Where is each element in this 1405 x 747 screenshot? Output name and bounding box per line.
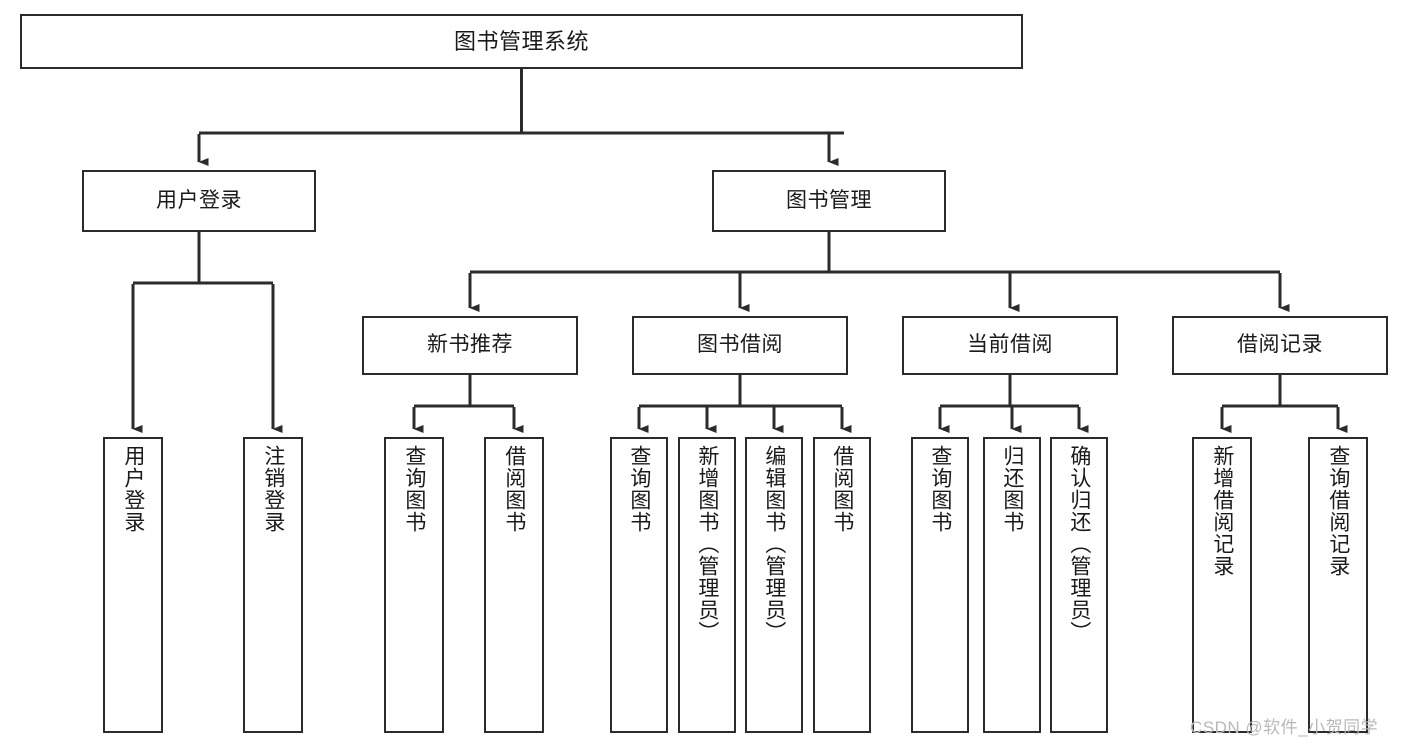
node-leaf-query-record-label: 查询借阅记录 [1326, 445, 1350, 577]
edge-group-root [197, 69, 844, 166]
node-leaf-user-login-label: 用户登录 [121, 445, 145, 533]
edge-group-current-borrow [938, 375, 1089, 433]
node-leaf-logout[interactable]: 注销登录 [243, 437, 303, 733]
node-leaf-logout-label: 注销登录 [261, 445, 285, 533]
node-leaf-return-book-label: 归还图书 [1000, 445, 1024, 533]
node-book-borrow[interactable]: 图书借阅 [632, 316, 848, 375]
node-leaf-query-book-2[interactable]: 查询图书 [610, 437, 668, 733]
node-leaf-add-record[interactable]: 新增借阅记录 [1192, 437, 1252, 733]
node-leaf-query-book-1[interactable]: 查询图书 [384, 437, 444, 733]
node-new-book-rec[interactable]: 新书推荐 [362, 316, 578, 375]
node-root[interactable]: 图书管理系统 [20, 14, 1023, 69]
edge-group-user-login [131, 232, 283, 433]
edge-group-borrow-record [1220, 375, 1348, 433]
node-leaf-borrow-book-1-label: 借阅图书 [502, 445, 526, 533]
node-leaf-confirm-return[interactable]: 确认归还（管理员） [1050, 437, 1108, 733]
node-leaf-confirm-return-label: 确认归还（管理员） [1067, 445, 1091, 643]
edge-group-book-borrow [637, 375, 852, 433]
node-new-book-rec-label: 新书推荐 [427, 333, 513, 357]
node-borrow-record[interactable]: 借阅记录 [1172, 316, 1388, 375]
node-leaf-user-login[interactable]: 用户登录 [103, 437, 163, 733]
node-current-borrow[interactable]: 当前借阅 [902, 316, 1118, 375]
node-leaf-borrow-book-2-label: 借阅图书 [830, 445, 854, 533]
node-root-label: 图书管理系统 [453, 28, 589, 54]
node-leaf-query-book-3-label: 查询图书 [928, 445, 952, 533]
edge-group-new-book-rec [412, 375, 524, 433]
node-leaf-add-book-label: 新增图书（管理员） [695, 445, 719, 643]
node-leaf-query-book-1-label: 查询图书 [402, 445, 426, 533]
node-leaf-borrow-book-2[interactable]: 借阅图书 [813, 437, 871, 733]
node-leaf-query-book-3[interactable]: 查询图书 [911, 437, 969, 733]
node-leaf-borrow-book-1[interactable]: 借阅图书 [484, 437, 544, 733]
node-leaf-add-book[interactable]: 新增图书（管理员） [678, 437, 736, 733]
node-leaf-add-record-label: 新增借阅记录 [1210, 445, 1234, 577]
node-user-login[interactable]: 用户登录 [82, 170, 316, 232]
node-book-manage-label: 图书管理 [786, 188, 872, 212]
node-leaf-edit-book-label: 编辑图书（管理员） [762, 445, 786, 643]
csdn-watermark: CSDN @软件_小贺同学 [1190, 718, 1379, 737]
node-leaf-query-book-2-label: 查询图书 [627, 445, 651, 533]
node-leaf-query-record[interactable]: 查询借阅记录 [1308, 437, 1368, 733]
node-book-manage[interactable]: 图书管理 [712, 170, 946, 232]
edge-group-book-manage [468, 232, 1290, 312]
node-book-borrow-label: 图书借阅 [697, 333, 783, 357]
node-current-borrow-label: 当前借阅 [967, 333, 1053, 357]
node-borrow-record-label: 借阅记录 [1237, 333, 1323, 357]
node-user-login-label: 用户登录 [156, 188, 242, 212]
node-leaf-return-book[interactable]: 归还图书 [983, 437, 1041, 733]
node-leaf-edit-book[interactable]: 编辑图书（管理员） [745, 437, 803, 733]
